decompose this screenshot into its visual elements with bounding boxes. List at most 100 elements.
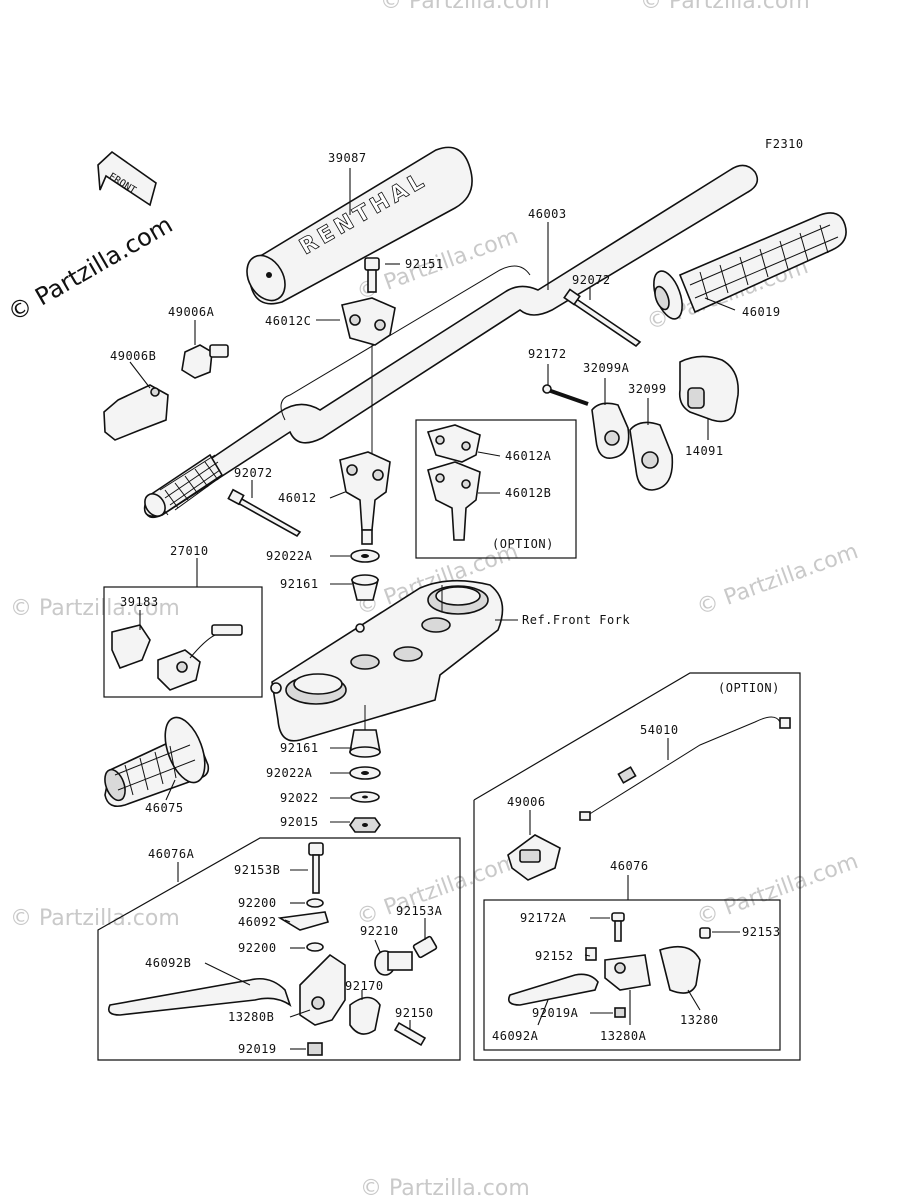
kill-switch-body [157, 649, 201, 691]
grip-clamp-32099 [629, 421, 674, 491]
label-ref-front-fork: Ref.Front Fork [522, 613, 630, 627]
watermark: © Partzilla.com [640, 0, 810, 14]
label-92161-upper: 92161 [280, 577, 319, 591]
label-92153A: 92153A [396, 904, 443, 918]
washer-92200-lower [306, 942, 324, 952]
label-92019: 92019 [238, 1042, 277, 1056]
part-labels: 39087 46003 92151 46012C 49006A 49006B 9… [110, 151, 781, 1056]
label-92019A: 92019A [532, 1006, 579, 1020]
label-92022A-upper: 92022A [266, 549, 313, 563]
bolt-92153A [412, 935, 438, 959]
adjuster-92210 [374, 950, 413, 976]
label-13280B: 13280B [228, 1010, 274, 1024]
label-46012C: 46012C [265, 314, 311, 328]
label-92172A: 92172A [520, 911, 567, 925]
lever-46092 [277, 911, 329, 931]
bolt-92153 [699, 927, 711, 939]
collar-92152 [585, 947, 597, 961]
lever-46092B [107, 977, 292, 1016]
label-46012: 46012 [278, 491, 317, 505]
option-holder-box [415, 419, 577, 559]
label-92153B: 92153B [234, 863, 280, 877]
label-46092: 46092 [238, 915, 277, 929]
switch-connector [189, 624, 243, 659]
label-92150: 92150 [395, 1006, 434, 1020]
switch-cover-49006B [103, 384, 169, 441]
clamp-92170 [349, 996, 381, 1035]
label-49006B: 49006B [110, 349, 156, 363]
handlebar [143, 164, 759, 519]
label-92151: 92151 [405, 257, 444, 271]
bolt-92172A [611, 912, 625, 942]
washer-92200-upper [306, 898, 324, 908]
damper-92161-upper [350, 574, 380, 601]
label-49006A: 49006A [168, 305, 215, 319]
label-54010: 54010 [640, 723, 679, 737]
label-46076: 46076 [610, 859, 649, 873]
option-label-holder: (OPTION) [492, 537, 554, 551]
option-cable-box [473, 672, 801, 1061]
label-92072-left: 92072 [234, 466, 273, 480]
label-39087: 39087 [328, 151, 367, 165]
grip-clamp-32099A [591, 402, 630, 459]
leader-lines [129, 168, 740, 1050]
label-92022A-lower: 92022A [266, 766, 313, 780]
watermark: © Partzilla.com [694, 539, 862, 621]
label-14091: 14091 [685, 444, 724, 458]
figure-code: F2310 [765, 137, 804, 151]
label-92015: 92015 [280, 815, 319, 829]
label-46003: 46003 [528, 207, 567, 221]
label-32099A: 32099A [583, 361, 630, 375]
label-46092B: 46092B [145, 956, 191, 970]
label-92200-lower: 92200 [238, 941, 277, 955]
lever-46092A [507, 973, 599, 1006]
label-49006: 49006 [507, 795, 546, 809]
switch-49006A [181, 344, 229, 379]
damper-92161-lower [349, 729, 381, 758]
throttle-housing [678, 355, 739, 423]
watermark: © Partzilla.com [694, 849, 862, 931]
label-46012A: 46012A [505, 449, 552, 463]
cable-tie-left [227, 488, 302, 538]
label-46092A: 46092A [492, 1029, 539, 1043]
label-46076A: 46076A [148, 847, 195, 861]
watermark: © Partzilla.com [380, 0, 550, 14]
handlebar-holder [339, 451, 391, 545]
left-grip [104, 716, 210, 808]
watermark: © Partzilla.com [10, 596, 180, 621]
nut-92019 [307, 1042, 323, 1056]
watermark: © Partzilla.com [360, 1176, 530, 1200]
label-92161-lower: 92161 [280, 741, 319, 755]
option-label-cable: (OPTION) [718, 681, 780, 695]
lever-assy-46076-box [483, 899, 781, 1051]
label-92172: 92172 [528, 347, 567, 361]
lever-assy-46076A-box [97, 837, 461, 1061]
triple-clamp [270, 579, 504, 742]
clamp-13280 [659, 945, 701, 994]
bar-clamp-upper [341, 297, 396, 346]
label-46019: 46019 [742, 305, 781, 319]
lever-holder-13280B [299, 953, 346, 1026]
nut-92015 [349, 817, 381, 833]
label-92153: 92153 [742, 925, 781, 939]
label-46075: 46075 [145, 801, 184, 815]
cable-tie-right [563, 288, 642, 348]
bolt-92150 [393, 1021, 427, 1047]
nut-92019A [614, 1007, 626, 1018]
holder-clamp-46012A [426, 424, 481, 463]
label-92152: 92152 [535, 949, 574, 963]
label-13280A: 13280A [600, 1029, 647, 1043]
label-92170: 92170 [345, 979, 384, 993]
label-32099: 32099 [628, 382, 667, 396]
watermark: © Partzilla.com [10, 906, 180, 931]
watermark: © Partzilla.com [354, 849, 522, 931]
lever-holder-13280A [604, 954, 651, 991]
label-92022: 92022 [280, 791, 319, 805]
holder-46012B [427, 461, 481, 541]
bolt-92172 [542, 384, 589, 406]
label-39183: 39183 [120, 595, 159, 609]
label-92200-upper: 92200 [238, 896, 277, 910]
front-arrow-icon: FRONT [97, 150, 157, 207]
bolt-92153B [308, 842, 324, 894]
kill-switch-kit-box [103, 586, 263, 698]
